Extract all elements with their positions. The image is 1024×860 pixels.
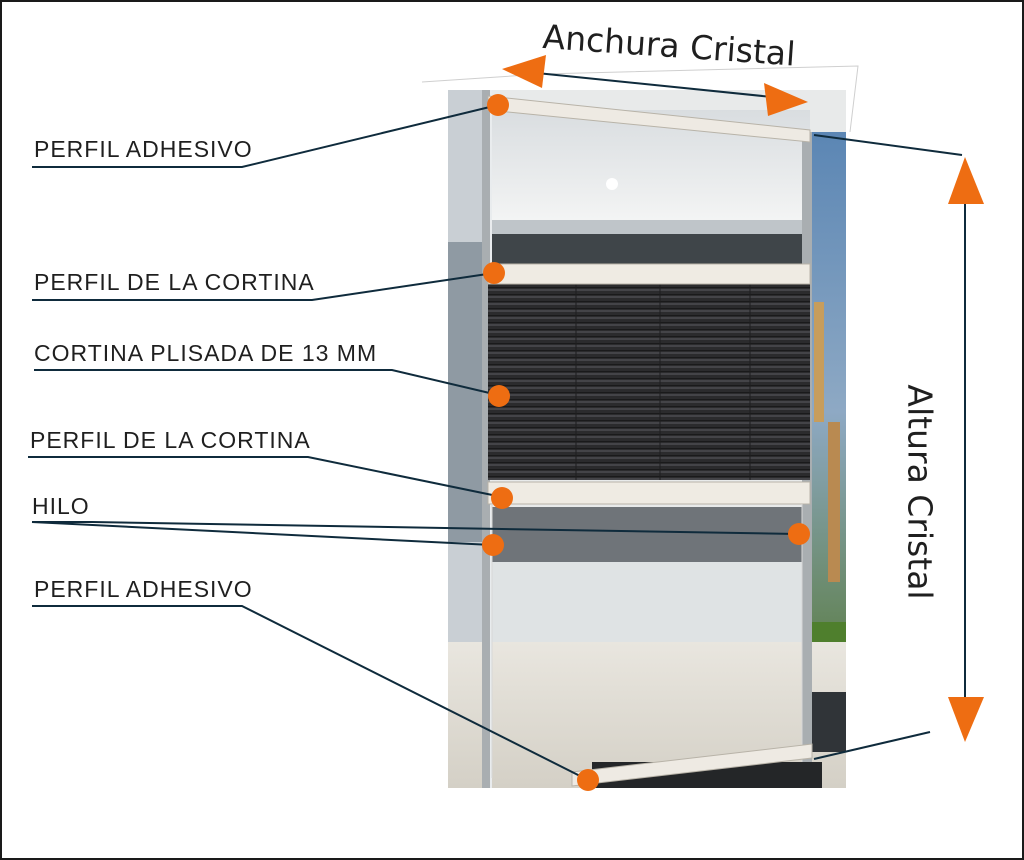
curtain-bottom-profile xyxy=(487,481,811,505)
curtain-top-profile xyxy=(487,263,811,285)
label-perfil-adhesivo-bottom: PERFIL ADHESIVO xyxy=(34,576,253,602)
label-perfil-cortina-bottom: PERFIL DE LA CORTINA xyxy=(30,427,311,453)
bottom-adhesive-profile xyxy=(571,743,813,787)
label-perfil-cortina-top: PERFIL DE LA CORTINA xyxy=(34,269,315,295)
label-cortina-plisada: CORTINA PLISADA DE 13 MM xyxy=(34,340,378,366)
label-perfil-adhesivo-top: PERFIL ADHESIVO xyxy=(34,136,253,162)
pleated-curtain xyxy=(488,284,810,480)
label-hilo: HILO xyxy=(32,493,90,519)
height-dimension-label: Altura Cristal xyxy=(900,384,940,600)
